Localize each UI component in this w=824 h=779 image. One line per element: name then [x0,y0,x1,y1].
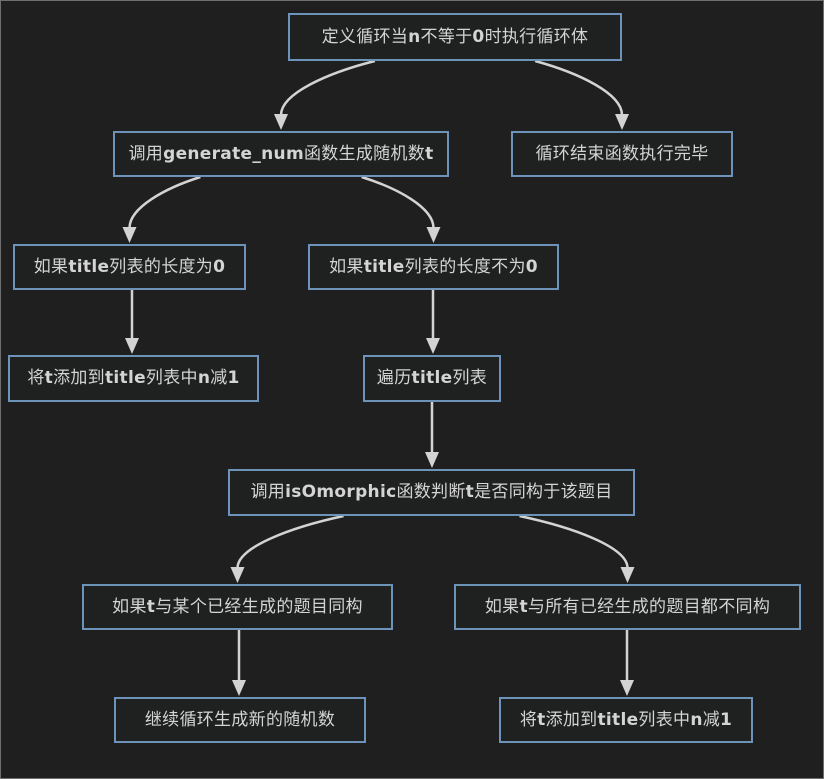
arrowhead-icon [125,338,139,354]
flow-node-generate-num: 调用generate_num函数生成随机数t [113,131,449,177]
flow-node-traverse-title: 遍历title列表 [363,355,501,402]
flow-node-isomorphic-check: 调用isOmorphic函数判断t是否同构于该题目 [228,469,635,516]
flow-node-append-decrement-right: 将t添加到title列表中n减1 [499,697,753,743]
arrowhead-icon [620,680,634,696]
arrowhead-icon [274,114,288,130]
flow-node-label: 调用generate_num函数生成随机数t [128,143,434,164]
flow-node-label: 继续循环生成新的随机数 [144,709,336,730]
flow-node-loop-def: 定义循环当n不等于0时执行循环体 [288,13,622,61]
flow-node-label: 调用isOmorphic函数判断t是否同构于该题目 [250,482,613,502]
flow-edge-loop-def--loop-end [534,59,629,130]
flow-node-title-len-nonzero: 如果title列表的长度不为0 [308,244,559,290]
arrowhead-icon [615,114,629,130]
flow-node-append-decrement-left: 将t添加到title列表中n减1 [8,355,259,402]
flow-node-label: 定义循环当n不等于0时执行循环体 [321,26,589,47]
flow-edge-isomorphic-check--isomorphic-none [519,514,635,583]
arrowhead-icon [232,680,246,696]
arrowhead-icon [425,452,439,468]
flow-node-continue-loop: 继续循环生成新的随机数 [114,697,366,743]
arrowhead-icon [426,227,441,243]
arrowhead-icon [426,338,440,354]
flow-edge-isomorphic-same--continue-loop [232,630,246,696]
flow-edge-title-len-zero--append-decrement-left [125,290,139,354]
flow-node-label: 如果t与所有已经生成的题目都不同构 [484,596,771,617]
flow-node-label: 循环结束函数执行完毕 [535,143,709,164]
flow-edge-generate-num--title-len-nonzero [361,175,441,243]
flow-edge-isomorphic-check--isomorphic-same [230,514,344,583]
arrowhead-icon [230,567,245,583]
flow-edge-isomorphic-none--append-decrement-right [620,630,634,696]
flow-node-label: 如果t与某个已经生成的题目同构 [112,596,363,617]
flow-node-label: 将t添加到title列表中n减1 [519,709,733,730]
flow-edge-traverse-title--isomorphic-check [425,402,439,468]
flow-node-loop-end: 循环结束函数执行完毕 [511,131,733,177]
flow-node-label: 遍历title列表 [376,368,488,388]
flow-edge-title-len-nonzero--traverse-title [426,290,440,354]
flow-node-title-len-zero: 如果title列表的长度为0 [13,244,246,290]
flow-node-isomorphic-none: 如果t与所有已经生成的题目都不同构 [454,584,801,630]
arrowhead-icon [620,567,635,583]
arrowhead-icon [122,227,137,243]
flow-node-label: 如果title列表的长度为0 [33,256,226,277]
flow-node-isomorphic-same: 如果t与某个已经生成的题目同构 [82,584,393,630]
flow-edge-generate-num--title-len-zero [122,175,201,243]
flow-node-label: 如果title列表的长度不为0 [329,256,538,277]
flow-node-label: 将t添加到title列表中n减1 [27,368,240,388]
flow-edge-loop-def--generate-num [274,59,376,130]
